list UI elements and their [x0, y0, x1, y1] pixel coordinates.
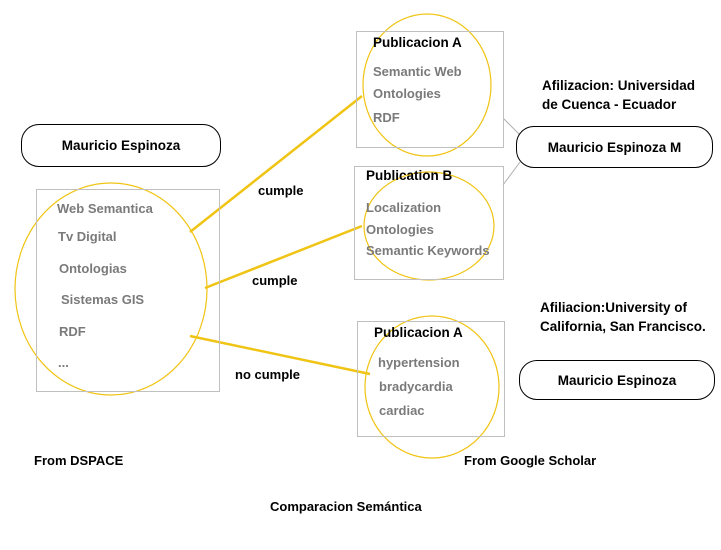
dspace-term: Tv Digital	[58, 229, 117, 244]
dspace-term: RDF	[59, 324, 86, 339]
match-label-cumple-2: cumple	[252, 273, 298, 288]
publication-term: RDF	[373, 110, 400, 125]
publication-box-c	[357, 321, 505, 437]
circle-pub-a	[362, 13, 492, 157]
affiliation-1-line: de Cuenca - Ecuador	[542, 97, 677, 112]
affiliation-1-line: Afilizacion: Universidad	[542, 78, 696, 93]
affiliation-2-line: California, San Francisco.	[540, 319, 706, 334]
source-label-scholar: From Google Scholar	[464, 453, 597, 468]
scholar-author-pill-1: Mauricio Espinoza M	[516, 126, 713, 168]
dspace-term: Web Semantica	[57, 201, 153, 216]
match-label-cumple-1: cumple	[258, 183, 304, 198]
publication-term: Semantic Keywords	[366, 243, 490, 258]
scholar-author-name-2: Mauricio Espinoza	[557, 372, 677, 388]
publication-term: Semantic Web	[373, 64, 462, 79]
affiliation-1: Afilizacion: Universidad de Cuenca - Ecu…	[542, 76, 695, 114]
affiliation-2-line: Afiliacion:University of	[540, 300, 688, 315]
publication-title: Publicacion A	[374, 325, 463, 340]
dspace-author-pill: Mauricio Espinoza	[21, 124, 221, 167]
publication-term: cardiac	[379, 403, 425, 418]
source-label-dspace: From DSPACE	[34, 453, 124, 468]
match-label-no-cumple: no cumple	[235, 367, 301, 382]
publication-box-a	[356, 31, 504, 148]
connector-cumple-1	[189, 95, 363, 233]
dspace-author-name: Mauricio Espinoza	[61, 138, 181, 153]
connector-no-cumple	[189, 334, 371, 376]
circle-pub-c	[364, 315, 500, 459]
circle-dspace	[14, 182, 208, 396]
affiliation-2: Afiliacion:University of California, San…	[540, 298, 706, 336]
dspace-term: ...	[58, 355, 69, 370]
link-pub-b-author	[502, 161, 521, 186]
publication-term: bradycardia	[379, 379, 453, 394]
circle-pub-b	[363, 171, 495, 281]
dspace-term: Sistemas GIS	[61, 292, 145, 307]
scholar-author-name-1: Mauricio Espinoza M	[547, 139, 682, 155]
dspace-term: Ontologias	[59, 261, 127, 276]
publication-box-b	[354, 166, 504, 280]
publication-title: Publicacion A	[373, 35, 462, 50]
publication-title: Publication B	[366, 168, 453, 183]
publication-term: Ontologies	[366, 222, 434, 237]
publication-term: hypertension	[378, 355, 460, 370]
connector-cumple-2	[204, 224, 363, 290]
publication-term: Ontologies	[373, 86, 441, 101]
dspace-terms-box	[36, 189, 220, 392]
link-pub-a-author	[502, 117, 521, 136]
diagram-caption: Comparacion Semántica	[270, 499, 422, 514]
scholar-author-pill-2: Mauricio Espinoza	[519, 360, 715, 400]
publication-term: Localization	[366, 200, 442, 215]
